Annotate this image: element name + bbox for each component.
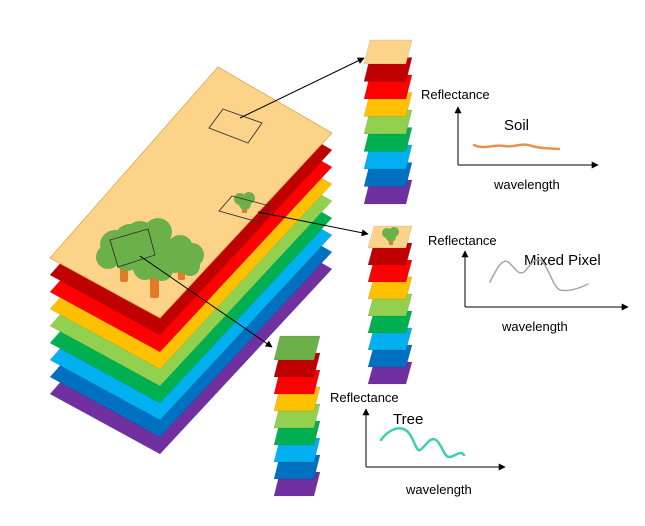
mixed-pixel-outline [218,195,271,223]
forest-patch [96,218,204,298]
arrow-to-soil-stack [239,57,365,119]
tree-crown [164,235,204,276]
tree-title: Tree [393,411,423,428]
tree-xlabel: wavelength [405,482,472,497]
arrow-to-tree-stack [139,255,273,348]
soil-curve [472,143,561,151]
soil-xlabel: wavelength [493,177,560,192]
stack-top-pixel [363,39,413,65]
mixed-title: Mixed Pixel [524,252,601,269]
tree-spectral-stack [273,335,321,497]
tree-pixel-outline [109,228,156,268]
arrow-to-mixed-stack [257,211,369,237]
soil-spectrum-panel: Reflectance Soil wavelength [421,87,599,192]
tree-crown [386,232,396,242]
stack-top-pixel [273,335,321,361]
tree-curve [379,427,466,459]
mixed-spectrum-panel: Reflectance Mixed Pixel wavelength [428,233,629,334]
mixed-xlabel: wavelength [501,319,568,334]
tree-ylabel: Reflectance [330,390,399,405]
mixed-pixel-spectral-stack [367,225,413,385]
soil-title: Soil [504,117,529,134]
mixed-ylabel: Reflectance [428,233,497,248]
mixed-curve [489,258,589,292]
soil-spectral-stack [363,39,413,205]
soil-pixel-outline [208,108,263,144]
soil-ylabel: Reflectance [421,87,490,102]
tree-spectrum-panel: Reflectance Tree wavelength [330,390,506,497]
